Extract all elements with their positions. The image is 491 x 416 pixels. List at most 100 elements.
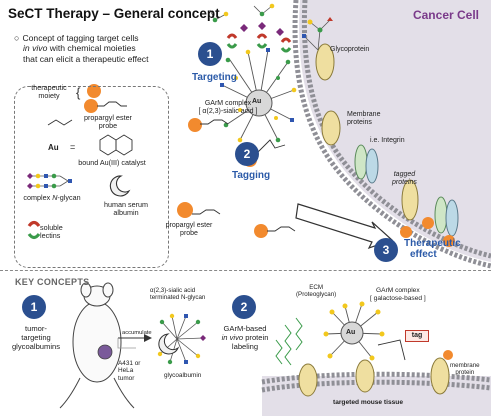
kc2-garm-label: GArM complex [ galactose-based ] xyxy=(370,287,426,303)
garm-label-line1: GArM complex xyxy=(204,100,252,107)
legend-lectin-icon xyxy=(27,220,41,240)
legend-therapeutic-line1: therapeutic xyxy=(31,83,67,92)
tagged-label-line1: tagged xyxy=(393,171,416,178)
garm-glycan-units xyxy=(220,48,297,143)
legend-therapeutic-circle xyxy=(87,84,101,98)
legend-lectins-line2: lectins xyxy=(40,231,61,241)
garm-label-line2: [ α(2,3)-sialic acid ] xyxy=(198,108,258,116)
legend-au-symbol: Au xyxy=(48,143,59,152)
probe-tagging-2 xyxy=(177,202,193,218)
page-title: SeCT Therapy – General concept xyxy=(8,6,220,21)
cell-membrane-outer xyxy=(292,0,491,269)
step-3-badge: 3 xyxy=(374,238,398,262)
kc2-au-label: Au xyxy=(346,329,356,336)
kc1-tumor-label: A431 or HeLa tumor xyxy=(118,360,140,382)
tag-moiety-3 xyxy=(400,226,412,238)
probe-tagging-1 xyxy=(188,118,202,132)
kc1-sialic-label: α(2,3)-sialic acid terminated N-glycan xyxy=(150,287,205,301)
tagged-label-line2: proteins xyxy=(392,179,417,187)
cancer-cell-label: Cancer Cell xyxy=(412,8,479,22)
tag-moiety-2 xyxy=(443,235,455,247)
mouse-tumor xyxy=(97,344,113,360)
kc1-sialic-line2: terminated N-glycan xyxy=(150,294,206,302)
kc2-ecm-line2: (Proteoglycan) xyxy=(296,291,337,299)
mouse-illustration xyxy=(59,282,135,409)
kc2-tissue-label: targeted mouse tissue xyxy=(333,399,403,406)
cancer-cell-body xyxy=(299,0,491,262)
tagged-protein-3 xyxy=(445,199,459,237)
tissue-protein-3 xyxy=(430,357,450,395)
legend-brace-icon: { xyxy=(76,85,81,100)
legend-glycan-n: N xyxy=(52,193,58,202)
membrane-protein-1 xyxy=(321,110,341,146)
step-1-label: Targeting xyxy=(192,72,237,83)
kc2-garm-line1: GArM complex xyxy=(376,287,420,294)
tagged-protein-2 xyxy=(434,196,448,234)
legend-therapeutic-line2: moiety xyxy=(38,91,60,101)
step-3-label-line1: Therapeutic xyxy=(404,238,461,249)
glycoalbumin-core xyxy=(158,333,180,355)
kc1-badge: 1 xyxy=(22,295,46,319)
kc2-ecm-line1: ECM xyxy=(309,284,323,291)
kc1-glycoalbumin-label: glycoalbumin xyxy=(164,372,202,379)
legend-albumin-icon xyxy=(109,175,131,197)
legend-glycan-word2: -glycan xyxy=(57,193,81,202)
sialic-acid-units xyxy=(240,22,284,36)
legend-au-equals: = xyxy=(70,142,76,152)
garm-au-label: Au xyxy=(252,98,262,105)
integrin-protein-a xyxy=(354,144,368,180)
legend-glycan-label: complex N-glycan xyxy=(22,193,82,202)
legend-probe-line1: propargyl ester xyxy=(84,113,132,122)
kc1-title: tumor- targeting glycoalbumins xyxy=(10,324,62,351)
legend-probe-circle xyxy=(84,99,98,113)
kc2-title-line2: protein xyxy=(243,333,269,342)
kc1-title-line1: tumor- xyxy=(25,324,47,333)
tagged-protein-1 xyxy=(401,179,419,221)
probe-label-line1: propargyl ester xyxy=(165,222,213,229)
legend-albumin-label: human serum albumin xyxy=(96,200,156,218)
integrin-protein-b xyxy=(365,148,379,184)
tagged-proteins-label: tagged proteins xyxy=(392,171,417,187)
glycoprotein-shape xyxy=(315,43,335,81)
tissue-background xyxy=(262,376,491,416)
membrane-proteins-label: Membrane proteins xyxy=(347,111,380,127)
lectin-units xyxy=(226,33,292,53)
legend-albumin-line1: human serum xyxy=(104,200,148,209)
kc2-garm-line2: [ galactose-based ] xyxy=(370,294,426,302)
legend-au-catalyst-label: bound Au(III) catalyst xyxy=(78,158,146,167)
glycoprotein-label: Glycoprotein xyxy=(330,46,370,53)
legend-therapeutic-label: therapeutic moiety xyxy=(19,83,79,101)
concept-in-vivo: in vivo xyxy=(23,43,48,54)
concept-description: ○Concept of tagging target cells in vivo… xyxy=(14,33,214,64)
step-2-badge: 2 xyxy=(235,142,259,166)
legend-au-structure xyxy=(47,119,133,156)
tissue-protein-1 xyxy=(298,363,318,397)
probe-label: propargyl ester probe xyxy=(160,222,218,238)
step-1-badge: 1 xyxy=(198,42,222,66)
concept-line-1: Concept of tagging target cells xyxy=(22,33,139,43)
section-divider xyxy=(0,270,491,271)
kc2-membrane-label: membrane protein xyxy=(450,362,480,376)
tag-moiety-1 xyxy=(422,217,434,229)
kc2-membrane-line2: protein xyxy=(455,369,475,377)
step-3-label: Therapeutic effect xyxy=(404,238,461,260)
kc1-sialic-line1: α(2,3)-sialic acid xyxy=(150,287,196,294)
probe-label-line2: probe xyxy=(180,230,198,238)
kc2-badge: 2 xyxy=(232,295,256,319)
integrin-label: i.e. Integrin xyxy=(370,137,405,144)
kc2-ecm-label: ECM (Proteoglycan) xyxy=(296,284,336,298)
legend-probe-label: propargyl ester probe xyxy=(78,113,138,131)
step-2-label: Tagging xyxy=(232,170,271,181)
probe-tagging-3 xyxy=(254,224,268,238)
bullet-icon: ○ xyxy=(14,33,20,43)
legend-lectins-line1: soluble xyxy=(40,223,63,232)
concept-line-2: with chemical moieties xyxy=(47,43,136,54)
legend-glycan-word1: complex xyxy=(23,193,51,202)
membrane-label-line1: Membrane xyxy=(347,111,381,118)
garm-complex-label: GArM complex [ α(2,3)-sialic acid ] xyxy=(198,100,258,116)
kc1-tumor-line1: A431 or xyxy=(118,360,141,367)
tissue-protein-2 xyxy=(355,359,375,393)
kc1-tumor-line2: HeLa xyxy=(118,367,134,375)
kc1-tumor-line3: tumor xyxy=(118,374,135,382)
